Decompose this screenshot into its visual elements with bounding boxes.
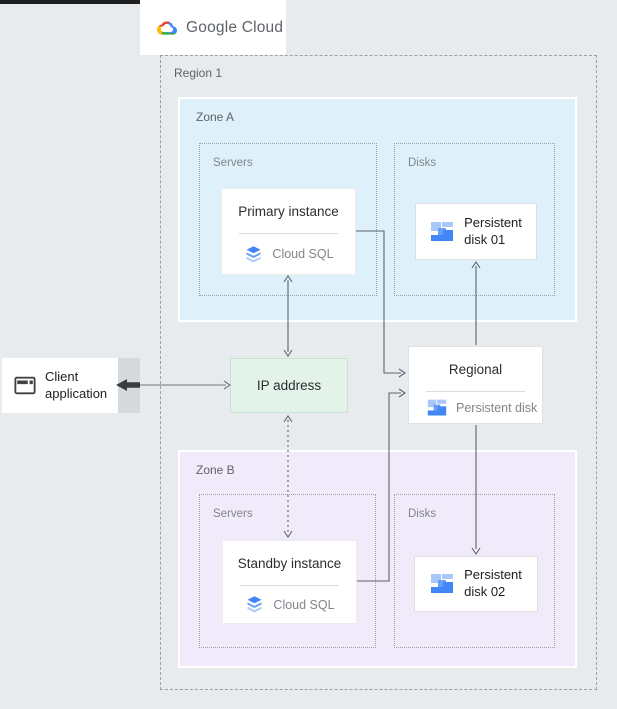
zone-a-label: Zone A: [196, 110, 235, 124]
cloud-sql-icon: [244, 594, 265, 615]
persistent-disk-icon: [430, 572, 454, 596]
card-divider: [239, 233, 338, 234]
disks-label: Disks: [408, 157, 437, 169]
top-accent-bar: [0, 0, 140, 4]
google-cloud-icon: [155, 17, 179, 38]
standby-instance-title: Standby instance: [237, 555, 342, 571]
ip-address-box: IP address: [230, 358, 348, 413]
client-card-strip: [118, 358, 140, 413]
cloud-sql-label: Cloud SQL: [273, 597, 335, 612]
regional-disk-card: Regional Persistent disk: [408, 346, 543, 424]
persistent-disk-icon: [430, 220, 454, 244]
persistent-disk-icon: [427, 398, 447, 418]
google-cloud-logo: Google Cloud: [140, 0, 286, 55]
zone-a-disks-group: Disks: [394, 143, 555, 296]
regional-title: Regional: [448, 361, 503, 377]
region-label: Region 1: [174, 66, 223, 80]
disks-label: Disks: [408, 508, 437, 520]
client-app-window-icon: [14, 376, 36, 395]
card-divider: [426, 391, 525, 392]
zone-b-label: Zone B: [196, 463, 235, 477]
cloud-sql-icon: [243, 244, 264, 265]
servers-label: Servers: [213, 508, 253, 520]
google-cloud-wordmark: Google Cloud: [186, 18, 284, 36]
primary-instance-title: Primary instance: [238, 203, 339, 219]
servers-label: Servers: [213, 157, 253, 169]
regional-subtitle: Persistent disk: [456, 400, 538, 415]
ip-address-label: IP address: [256, 378, 322, 393]
card-divider: [240, 585, 339, 586]
primary-instance-card: Primary instance Cloud SQL: [221, 188, 356, 275]
standby-instance-card: Standby instance Cloud SQL: [222, 540, 357, 624]
cloud-sql-label: Cloud SQL: [272, 247, 334, 261]
region-container: [160, 55, 597, 690]
